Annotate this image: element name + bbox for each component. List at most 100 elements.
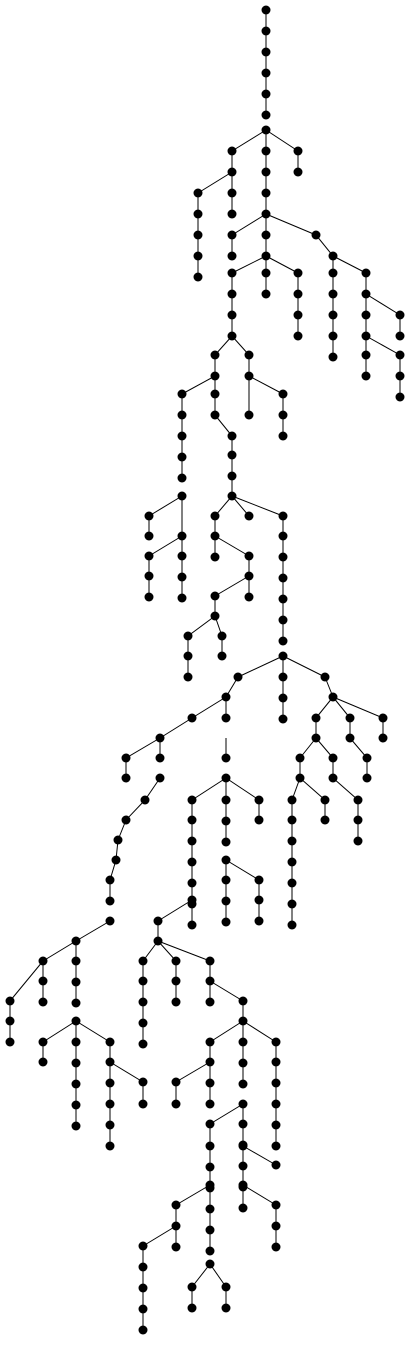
tree-node	[138, 1283, 148, 1293]
tree-node	[121, 815, 131, 825]
tree-node	[244, 551, 254, 561]
tree-node	[227, 289, 237, 299]
tree-node	[187, 1303, 197, 1313]
tree-node	[205, 1162, 215, 1172]
tree-node	[278, 511, 288, 521]
tree-node	[205, 1099, 215, 1109]
tree-node	[38, 1057, 48, 1067]
tree-node	[210, 511, 220, 521]
tree-edge	[237, 655, 284, 678]
tree-node	[205, 1037, 215, 1047]
tree-node	[278, 389, 288, 399]
tree-node	[361, 331, 371, 341]
tree-node	[244, 350, 254, 360]
tree-node	[328, 268, 338, 278]
tree-edge	[214, 535, 250, 557]
tree-edge	[315, 696, 334, 719]
tree-node	[238, 1037, 248, 1047]
tree-node	[187, 815, 197, 825]
tree-node	[244, 410, 254, 420]
tree-edge	[148, 535, 183, 557]
tree-edge	[231, 495, 284, 517]
tree-node	[205, 1078, 215, 1088]
tree-node	[121, 773, 131, 783]
tree-node	[261, 167, 271, 177]
tree-node	[320, 795, 330, 805]
tree-edge	[299, 777, 326, 801]
tree-node	[138, 976, 148, 986]
tree-node	[144, 571, 154, 581]
tree-node	[5, 1037, 15, 1047]
tree-node	[261, 230, 271, 240]
tree-edge	[42, 940, 77, 962]
tree-node	[177, 431, 187, 441]
tree-node	[278, 552, 288, 562]
tree-node	[105, 1099, 115, 1109]
tree-node	[205, 997, 215, 1007]
tree-node	[293, 167, 303, 177]
tree-node	[205, 1119, 215, 1129]
tree-node	[362, 773, 372, 783]
tree-node	[254, 795, 264, 805]
tree-node	[278, 410, 288, 420]
tree-node	[171, 1242, 181, 1252]
tree-edge	[214, 414, 233, 437]
tree-edge	[282, 655, 326, 678]
tree-node	[71, 1079, 81, 1089]
tree-edge	[231, 255, 267, 274]
tree-edge	[148, 495, 183, 517]
tree-node	[261, 26, 271, 36]
tree-node	[320, 815, 330, 825]
tree-edge	[209, 1263, 227, 1288]
tree-edge	[265, 129, 299, 152]
tree-node	[238, 1161, 248, 1171]
tree-node	[171, 997, 181, 1007]
tree-node	[138, 1241, 148, 1251]
tree-node	[328, 773, 338, 783]
tree-node	[171, 1077, 181, 1087]
tree-node	[361, 268, 371, 278]
tree-node	[361, 289, 371, 299]
tree-node	[187, 920, 197, 930]
tree-node	[227, 146, 237, 156]
tree-node	[205, 1180, 215, 1190]
tree-node	[177, 452, 187, 462]
tree-node	[105, 916, 115, 926]
tree-edge	[159, 717, 193, 739]
tree-node	[328, 251, 338, 261]
tree-edge	[191, 696, 227, 719]
tree-node	[71, 1037, 81, 1047]
tree-node	[113, 835, 123, 845]
tree-nodes	[5, 5, 405, 1335]
tree-node	[71, 1100, 81, 1110]
tree-node	[205, 1057, 215, 1067]
tree-node	[295, 753, 305, 763]
tree-node	[261, 251, 271, 261]
tree-node	[271, 1120, 281, 1130]
tree-node	[271, 1057, 281, 1067]
tree-edge	[265, 213, 317, 236]
tree-node	[193, 209, 203, 219]
tree-node	[144, 551, 154, 561]
tree-node	[353, 795, 363, 805]
tree-node	[187, 795, 197, 805]
tree-node	[311, 230, 321, 240]
tree-edge	[242, 1145, 277, 1166]
tree-node	[287, 836, 297, 846]
tree-node	[227, 188, 237, 198]
tree-edge	[187, 615, 216, 637]
tree-node	[361, 310, 371, 320]
tree-node	[171, 976, 181, 986]
tree-node	[177, 551, 187, 561]
tree-node	[193, 188, 203, 198]
tree-node	[210, 611, 220, 621]
tree-node	[221, 917, 231, 927]
tree-edge	[109, 1061, 144, 1083]
tree-node	[278, 531, 288, 541]
tree-node	[38, 997, 48, 1007]
tree-node	[293, 146, 303, 156]
tree-node	[138, 1018, 148, 1028]
tree-node	[193, 251, 203, 261]
tree-node	[153, 916, 163, 926]
tree-node	[121, 753, 131, 763]
